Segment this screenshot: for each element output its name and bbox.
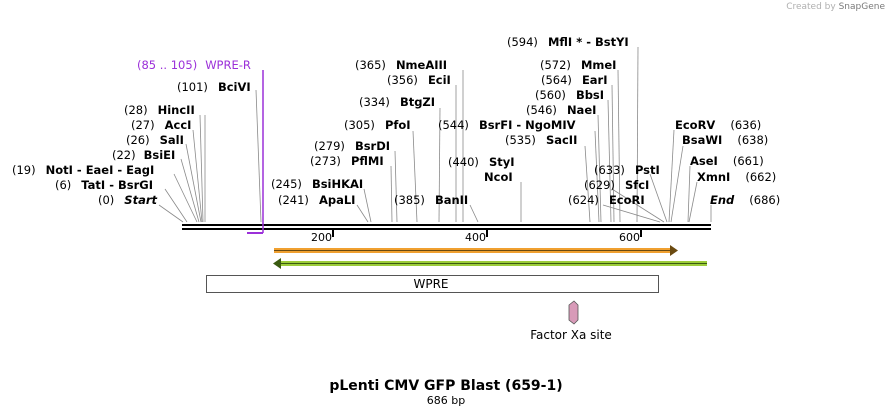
site-label-ecori: (624)EcoRI bbox=[568, 193, 645, 207]
site-label-xmni: XmnI(662) bbox=[697, 170, 776, 184]
snapgene-credit: Created by SnapGene bbox=[786, 2, 885, 12]
site-label-bsrfi-ngomiv: (544)BsrFI - NgoMIV bbox=[438, 118, 576, 132]
map-title: pLenti CMV GFP Blast (659-1) bbox=[329, 378, 562, 394]
site-label-sali: (26)SalI bbox=[126, 133, 184, 147]
site-label-nmeaiii: (365)NmeAIII bbox=[355, 58, 447, 72]
site-labels: (0)Start (6)TatI - BsrGI (19)NotI - EaeI… bbox=[12, 35, 780, 207]
orange-forward-arrow bbox=[274, 245, 678, 256]
site-label-ecorv: EcoRV(636) bbox=[675, 118, 761, 132]
site-label-ncoi: NcoI bbox=[484, 170, 513, 184]
ruler-label-400: 400 bbox=[465, 231, 486, 244]
green-reverse-arrow bbox=[273, 258, 707, 269]
factor-xa-marker bbox=[568, 300, 579, 325]
site-label-naei: (546)NaeI bbox=[526, 103, 596, 117]
site-label-btgzi: (334)BtgZI bbox=[359, 95, 435, 109]
site-label-acci: (27)AccI bbox=[131, 118, 191, 132]
factor-xa-feature: Factor Xa site bbox=[530, 300, 612, 342]
site-label-pfoi: (305)PfoI bbox=[344, 118, 411, 132]
site-label-start: (0)Start bbox=[98, 193, 158, 207]
site-label-ecii: (356)EciI bbox=[387, 73, 451, 87]
site-label-hincii: (28)HincII bbox=[124, 103, 195, 117]
site-label-psti: (633)PstI bbox=[594, 163, 660, 177]
site-label-noti-eaei-eagi: (19)NotI - EaeI - EagI bbox=[12, 163, 154, 177]
site-label-bbsi: (560)BbsI bbox=[535, 88, 604, 102]
site-label-end: End(686) bbox=[710, 193, 780, 207]
wpre-r-primer bbox=[247, 70, 264, 234]
factor-xa-label: Factor Xa site bbox=[530, 328, 612, 342]
site-label-bsrdi: (279)BsrDI bbox=[314, 139, 390, 153]
wpre-feature-box bbox=[206, 275, 659, 293]
credit-brand: SnapGene bbox=[838, 2, 885, 12]
wpre-feature-label: WPRE bbox=[413, 277, 448, 291]
site-connectors bbox=[158, 46, 712, 223]
site-label-styi: (440)StyI bbox=[448, 155, 515, 169]
ruler: 200 400 600 bbox=[311, 230, 642, 244]
ruler-label-200: 200 bbox=[311, 231, 332, 244]
ruler-label-600: 600 bbox=[619, 231, 640, 244]
site-label-bsihkai: (245)BsiHKAI bbox=[271, 177, 363, 191]
site-label-bcivi: (101)BciVI bbox=[177, 80, 251, 94]
credit-prefix: Created by bbox=[786, 2, 836, 12]
wpre-feature: WPRE bbox=[206, 275, 659, 293]
site-label-mmei: (572)MmeI bbox=[540, 58, 616, 72]
site-label-tati-bsrgi: (6)TatI - BsrGI bbox=[55, 178, 153, 192]
site-label-bsawi: BsaWI(638) bbox=[682, 133, 768, 147]
map-subtitle: 686 bp bbox=[427, 394, 465, 407]
site-label-sfci: (629)SfcI bbox=[584, 178, 649, 192]
site-label-eari: (564)EarI bbox=[541, 73, 608, 87]
site-label-pflmi: (273)PflMI bbox=[310, 154, 384, 168]
site-label-bsiei: (22)BsiEI bbox=[112, 148, 175, 162]
site-label-asei: AseI(661) bbox=[690, 154, 764, 168]
site-label-sacii: (535)SacII bbox=[505, 133, 577, 147]
site-label-apali: (241)ApaLI bbox=[278, 193, 355, 207]
site-label-banii: (385)BanII bbox=[394, 193, 468, 207]
site-label-mfli-bstyi: (594)MflI * - BstYI bbox=[507, 35, 629, 49]
primer-label-wpre-r: (85 .. 105)WPRE-R bbox=[137, 58, 251, 72]
